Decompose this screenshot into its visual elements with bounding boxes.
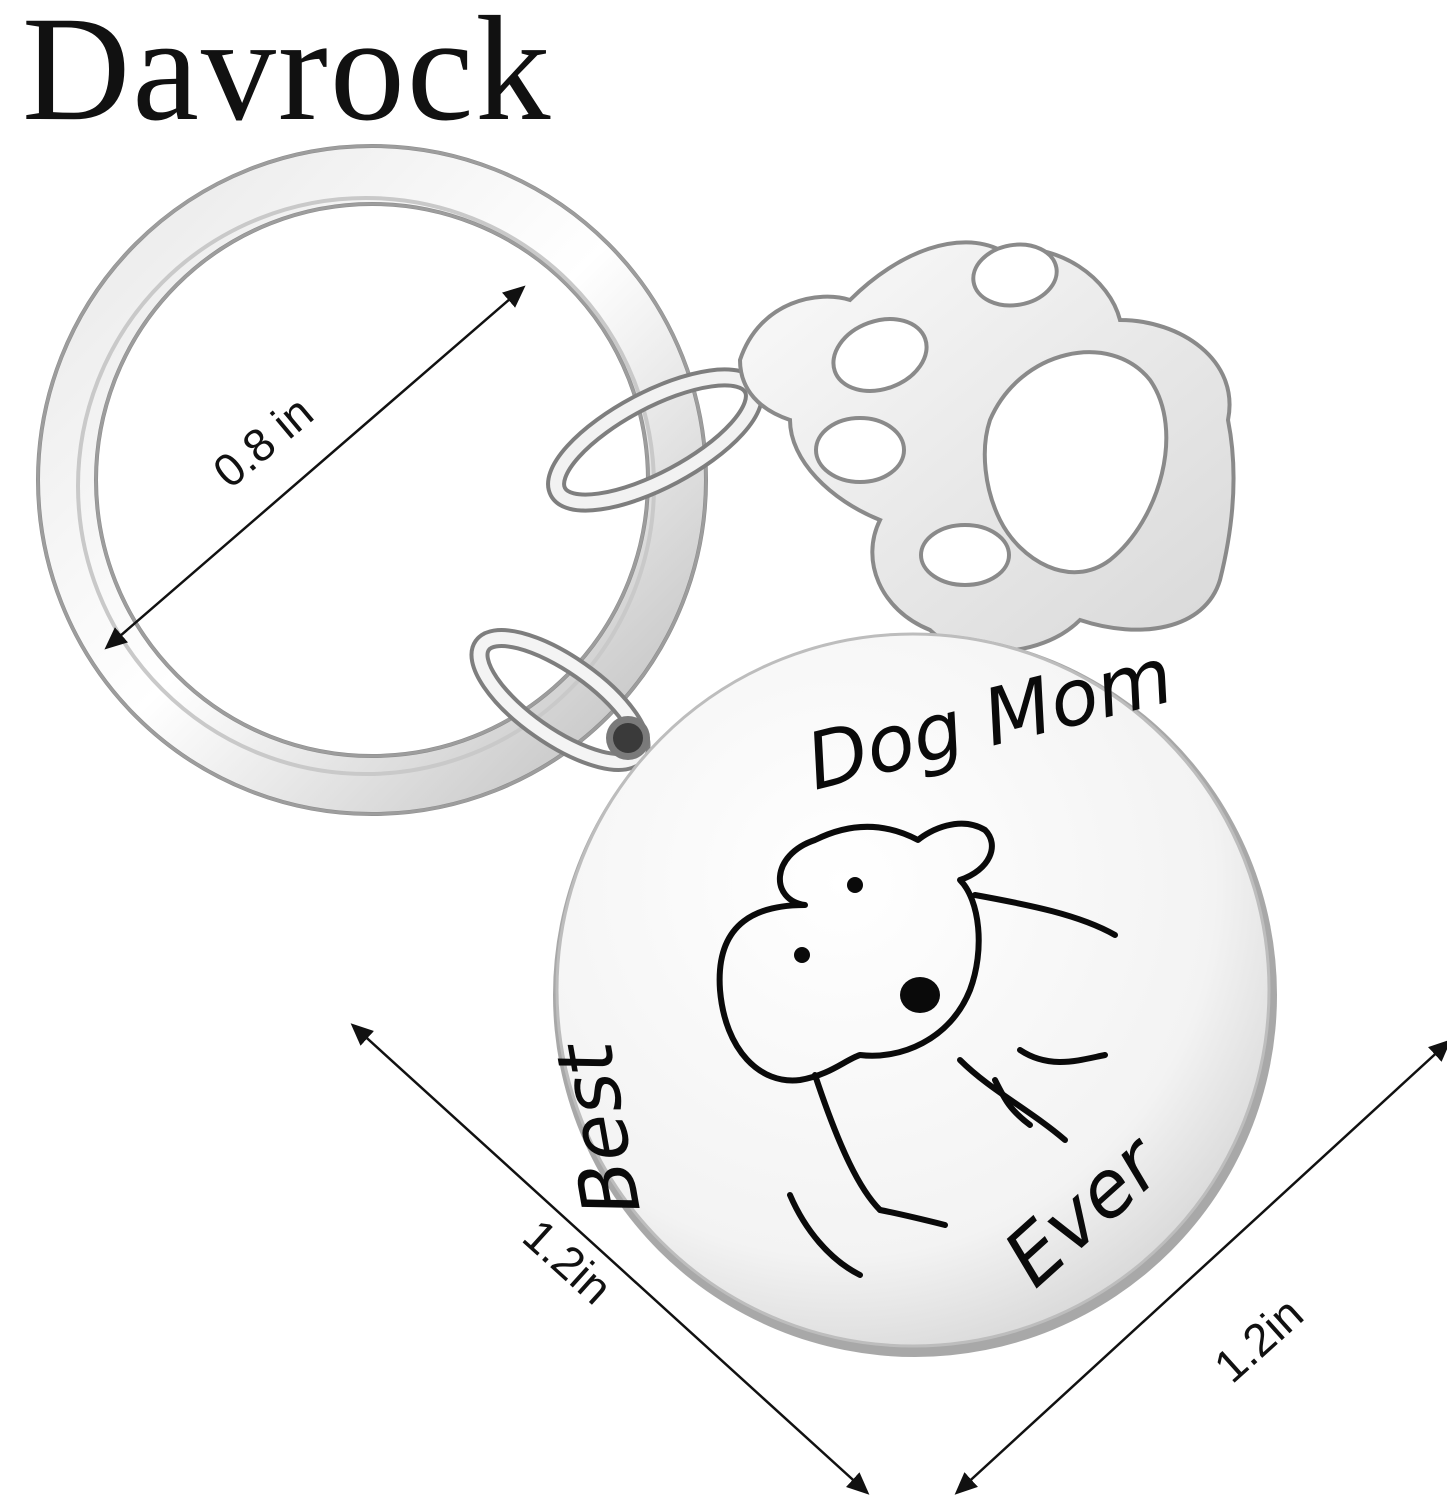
paw-charm: [737, 240, 1236, 654]
key-ring: [36, 144, 708, 816]
dimension-ring-diameter: 0.8 in: [104, 285, 526, 650]
dimension-label-ring: 0.8 in: [203, 385, 323, 497]
dog-features: [794, 877, 940, 1013]
brand-logo: Davrock: [22, 0, 553, 152]
dimension-label-width: 1.2in: [513, 1209, 622, 1314]
dimension-label-height: 1.2in: [1204, 1287, 1313, 1392]
